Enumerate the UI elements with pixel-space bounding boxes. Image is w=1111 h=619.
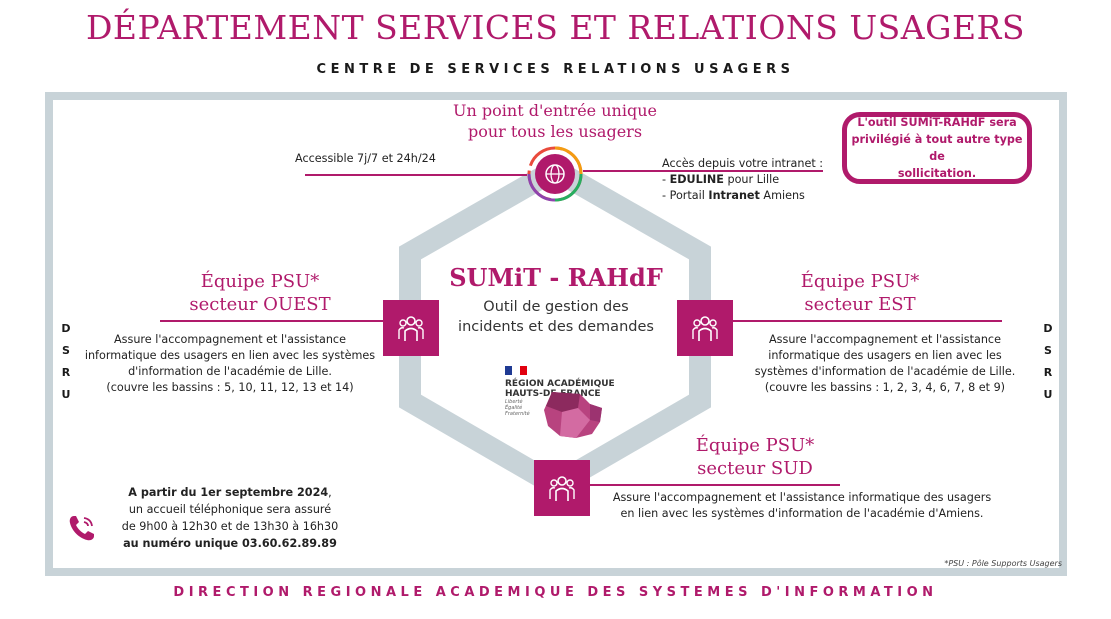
people-group-icon	[534, 460, 590, 516]
people-group-icon	[677, 300, 733, 356]
logo-text: RÉGION ACADÉMIQUE	[505, 379, 615, 389]
team-desc-line: Assure l'accompagnement et l'assistance …	[612, 491, 992, 504]
globe-icon	[527, 146, 583, 202]
team-heading-line: secteur OUEST	[189, 294, 331, 315]
entry-title-line: Un point d'entrée unique	[453, 101, 657, 120]
phone-line: au numéro unique 03.60.62.89.89	[123, 537, 337, 550]
phone-line: un accueil téléphonique sera assuré	[128, 503, 332, 516]
footnote: *PSU : Pôle Supports Usagers	[944, 559, 1062, 568]
side-letter: D	[61, 322, 71, 335]
french-flag-icon	[505, 366, 527, 375]
side-letter: R	[1043, 366, 1053, 379]
connector-line	[732, 320, 1002, 322]
side-letter: S	[1044, 344, 1052, 357]
notice-line: privilégié à tout autre type de	[851, 133, 1023, 163]
team-desc-line: Assure l'accompagnement et l'assistance	[114, 333, 346, 346]
connector-line	[590, 484, 840, 486]
availability-text: Accessible 7j/7 et 24h/24	[295, 152, 436, 165]
tool-description-line: Outil de gestion des	[483, 299, 629, 315]
entry-title-line: pour tous les usagers	[467, 122, 643, 141]
team-east-description: Assure l'accompagnement et l'assistance …	[740, 332, 1030, 396]
team-desc-line: systèmes d'information de l'académie de …	[754, 365, 1016, 378]
side-letter: U	[61, 388, 71, 401]
team-west-description: Assure l'accompagnement et l'assistance …	[80, 332, 380, 396]
side-label-left: D S R U	[58, 318, 74, 406]
logo-motto: Fraternité	[505, 411, 530, 417]
notice-line: L'outil SUMiT-RAHdF sera	[857, 116, 1017, 129]
entry-point-title: Un point d'entrée unique pour tous les u…	[430, 100, 680, 142]
tool-description: Outil de gestion des incidents et des de…	[432, 297, 680, 337]
access-line: - Portail Intranet Amiens	[662, 189, 805, 202]
page-subtitle: CENTRE DE SERVICES RELATIONS USAGERS	[316, 62, 795, 77]
connector-line	[583, 170, 823, 172]
side-letter: R	[61, 366, 71, 379]
team-heading-line: secteur SUD	[697, 458, 813, 479]
logo-motto: Égalité	[505, 405, 523, 411]
access-line: Accès depuis votre intranet :	[662, 157, 824, 170]
footer-title: DIRECTION REGIONALE ACADEMIQUE DES SYSTE…	[173, 585, 938, 600]
side-letter: S	[62, 344, 70, 357]
team-heading-line: Équipe PSU*	[695, 435, 815, 456]
team-east-heading: Équipe PSU* secteur EST	[760, 270, 960, 316]
team-desc-line: informatique des usagers en lien avec le…	[84, 349, 376, 362]
team-desc-line: Assure l'accompagnement et l'assistance	[769, 333, 1001, 346]
access-text: Accès depuis votre intranet : - EDULINE …	[662, 156, 823, 204]
tool-title: SUMiT - RAHdF	[449, 263, 663, 292]
team-south-description: Assure l'accompagnement et l'assistance …	[592, 490, 1012, 522]
page-title: DÉPARTEMENT SERVICES ET RELATIONS USAGER…	[85, 8, 1026, 47]
phone-info: A partir du 1er septembre 2024, un accue…	[100, 484, 360, 552]
notice-line: sollicitation.	[897, 167, 977, 180]
connector-line	[305, 174, 527, 176]
phone-line: de 9h00 à 12h30 et de 13h30 à 16h30	[121, 520, 339, 533]
team-desc-line: d'information de l'académie de Lille.	[128, 365, 332, 378]
side-letter: U	[1043, 388, 1053, 401]
people-group-icon	[383, 300, 439, 356]
logo-motto: Liberté	[505, 399, 523, 405]
phone-line: A partir du 1er septembre 2024,	[128, 486, 332, 499]
phone-icon	[69, 516, 94, 541]
region-map-icon	[544, 392, 602, 438]
team-heading-line: Équipe PSU*	[200, 271, 320, 292]
tool-description-line: incidents et des demandes	[458, 319, 654, 335]
connector-line	[160, 320, 384, 322]
side-label-right: D S R U	[1040, 318, 1056, 406]
region-logo: RÉGION ACADÉMIQUE HAUTS-DE-FRANCE Libert…	[505, 360, 625, 438]
team-south-heading: Équipe PSU* secteur SUD	[655, 434, 855, 480]
side-letter: D	[1043, 322, 1053, 335]
notice-box: L'outil SUMiT-RAHdF sera privilégié à to…	[842, 112, 1032, 184]
team-heading-line: secteur EST	[804, 294, 916, 315]
team-heading-line: Équipe PSU*	[800, 271, 920, 292]
access-line: - EDULINE pour Lille	[662, 173, 780, 186]
team-desc-line: (couvre les bassins : 5, 10, 11, 12, 13 …	[106, 381, 354, 394]
team-desc-line: (couvre les bassins : 1, 2, 3, 4, 6, 7, …	[764, 381, 1006, 394]
team-desc-line: en lien avec les systèmes d'information …	[620, 507, 984, 520]
team-desc-line: informatique des usagers en lien avec le…	[768, 349, 1002, 362]
team-west-heading: Équipe PSU* secteur OUEST	[160, 270, 360, 316]
